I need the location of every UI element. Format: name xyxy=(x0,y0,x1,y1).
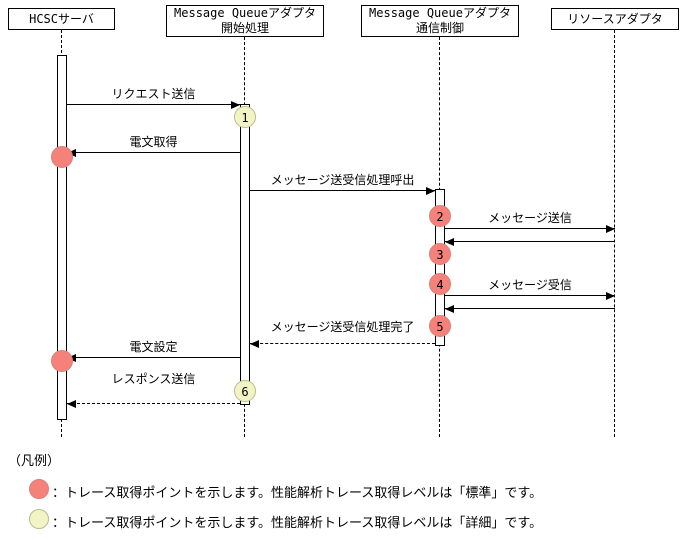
arrow-message-send-return xyxy=(445,238,615,246)
arrow-message-receive xyxy=(445,292,615,300)
message-label-message-get: 電文取得 xyxy=(129,135,178,149)
arrow-message-send xyxy=(445,225,615,233)
trace-point-standard-b xyxy=(51,350,73,372)
trace-point-2: 2 xyxy=(429,205,451,227)
legend-marker-detail xyxy=(29,509,49,529)
actor-label: Message Queueアダプタ xyxy=(369,6,511,20)
trace-point-5: 5 xyxy=(429,315,451,337)
message-label-sendrecv-call: メッセージ送受信処理呼出 xyxy=(270,173,415,187)
arrow-message-receive-return xyxy=(445,305,615,313)
actor-label: HCSCサーバ xyxy=(29,11,94,26)
arrow-message-set xyxy=(67,354,240,362)
message-label-request-send: リクエスト送信 xyxy=(111,87,196,101)
actor-label: リソースアダプタ xyxy=(567,11,663,26)
activation-hcsc-server xyxy=(57,55,67,420)
arrow-sendrecv-complete xyxy=(250,340,435,348)
actor-box-hcsc-server: HCSCサーバ xyxy=(8,8,115,30)
actor-box-mq-adapter-comm: Message Queueアダプタ 通信制御 xyxy=(361,5,519,37)
legend-title: （凡例） xyxy=(8,454,61,469)
trace-point-standard-a xyxy=(51,146,73,168)
arrow-message-get xyxy=(67,149,240,157)
actor-box-resource-adapter: リソースアダプタ xyxy=(551,8,679,30)
legend-marker-standard xyxy=(29,479,49,499)
message-label-message-receive: メッセージ受信 xyxy=(488,278,572,292)
actor-label: 通信制御 xyxy=(415,21,464,35)
legend-text-detail: ：トレース取得ポイントを示します。性能解析トレース取得レベルは「詳細」です。 xyxy=(52,516,543,531)
trace-point-6: 6 xyxy=(234,380,256,402)
trace-point-4: 4 xyxy=(429,273,451,295)
message-label-message-set: 電文設定 xyxy=(129,340,178,354)
arrow-request-send xyxy=(67,101,240,109)
message-label-message-send: メッセージ送信 xyxy=(488,211,572,225)
message-label-sendrecv-complete: メッセージ送受信処理完了 xyxy=(270,320,415,334)
arrow-response-send xyxy=(67,400,240,408)
activation-mq-adapter-start xyxy=(240,104,250,405)
legend-text-standard: ：トレース取得ポイントを示します。性能解析トレース取得レベルは「標準」です。 xyxy=(52,486,543,501)
trace-point-3: 3 xyxy=(429,243,451,265)
actor-label: Message Queueアダプタ xyxy=(174,6,316,20)
actor-label: 開始処理 xyxy=(220,21,269,35)
actor-box-mq-adapter-start: Message Queueアダプタ 開始処理 xyxy=(166,5,324,37)
trace-point-1: 1 xyxy=(234,106,256,128)
lifeline-resource-adapter xyxy=(614,30,615,437)
message-label-response-send: レスポンス送信 xyxy=(111,372,196,386)
activation-mq-adapter-comm xyxy=(435,189,445,346)
arrow-sendrecv-call xyxy=(250,187,435,195)
